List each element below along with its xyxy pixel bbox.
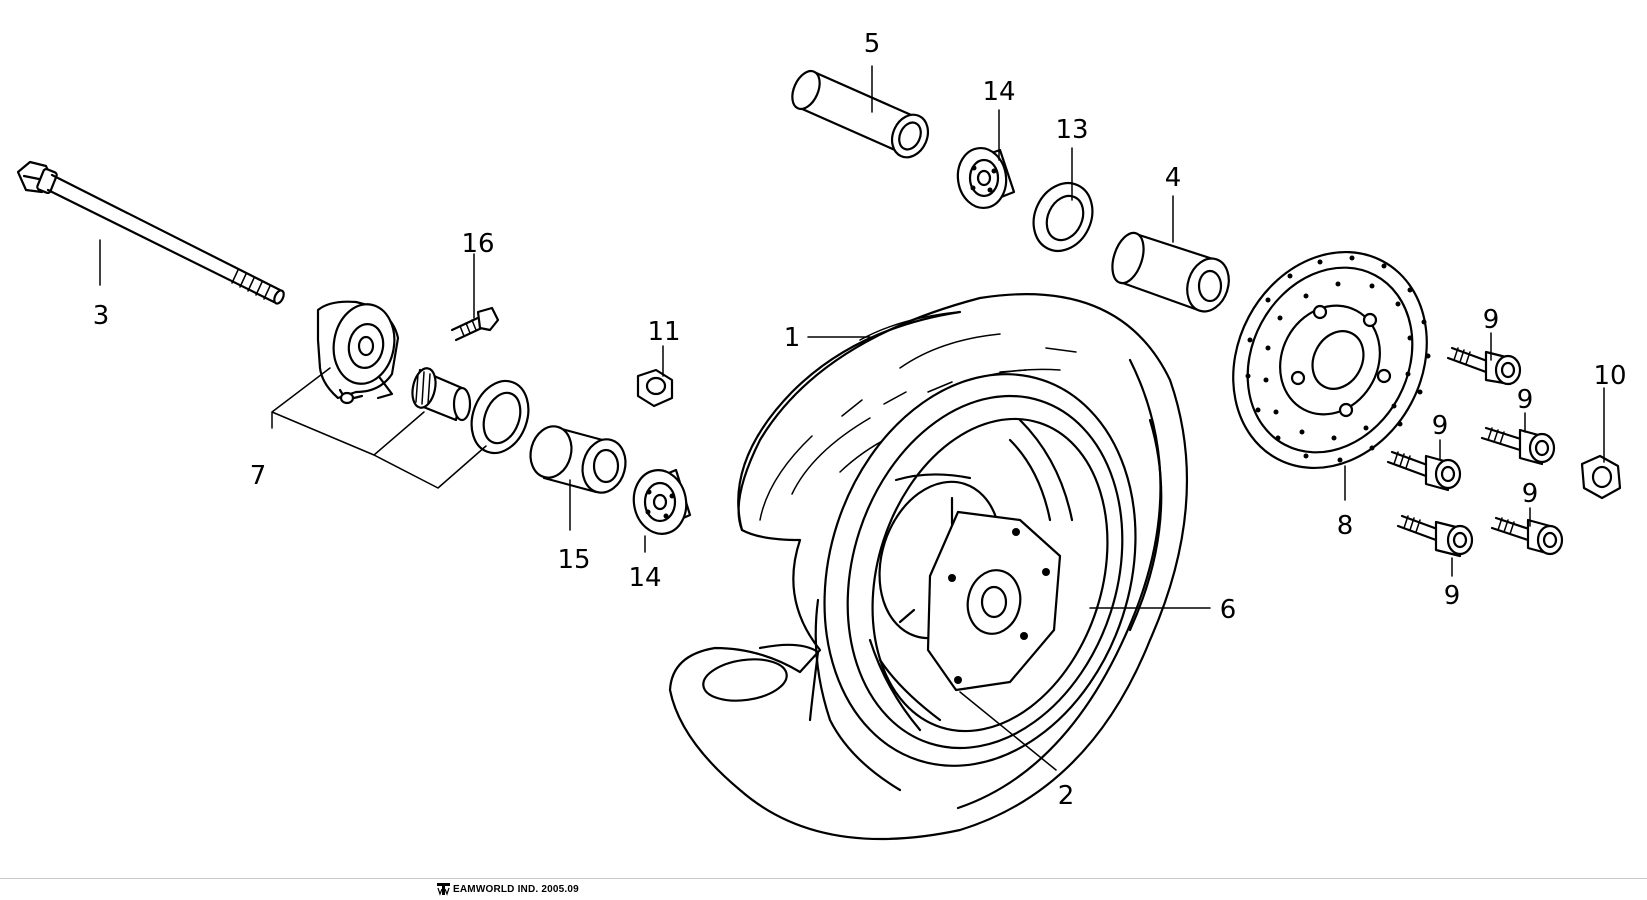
part-bolt-16 bbox=[450, 306, 500, 342]
teamworld-logo-icon bbox=[437, 883, 450, 896]
footer-text: EAMWORLD IND. 2005.09 bbox=[453, 883, 579, 895]
part-bearing-14-lower bbox=[632, 468, 692, 535]
part-bearing-14-upper bbox=[956, 147, 1016, 209]
callout-14-lower: 14 bbox=[628, 563, 661, 593]
part-collar-4 bbox=[1111, 231, 1230, 313]
callout-15: 15 bbox=[557, 545, 590, 575]
footer-divider bbox=[0, 878, 1647, 879]
callout-10: 10 bbox=[1593, 361, 1626, 391]
leader-lines bbox=[99, 65, 1605, 771]
part-bolt-9b bbox=[1480, 426, 1556, 466]
callout-7: 7 bbox=[250, 461, 267, 491]
callout-9-d: 9 bbox=[1522, 479, 1539, 509]
callout-labels: 3 5 14 13 4 16 11 1 6 2 8 9 9 9 9 9 10 7… bbox=[93, 29, 1627, 811]
part-axle-bolt bbox=[16, 160, 285, 305]
part-speedometer-gearbox bbox=[316, 300, 400, 405]
part-brake-disc bbox=[1232, 250, 1431, 470]
part-nut-11 bbox=[636, 368, 674, 408]
callout-14-upper: 14 bbox=[982, 77, 1015, 107]
part-seal-ring bbox=[470, 379, 530, 455]
part-15-collar bbox=[529, 425, 627, 494]
part-bolt-9c bbox=[1386, 450, 1462, 492]
footer-credit: EAMWORLD IND. 2005.09 bbox=[436, 881, 579, 897]
part-nut-10 bbox=[1580, 454, 1622, 500]
part-spacer-tube-5 bbox=[791, 69, 930, 159]
callout-9-a: 9 bbox=[1483, 305, 1500, 335]
callout-8: 8 bbox=[1337, 511, 1354, 541]
part-wheel-and-tire bbox=[668, 293, 1189, 841]
callout-9-b: 9 bbox=[1517, 385, 1534, 415]
part-seal-13 bbox=[1032, 182, 1094, 252]
callout-16: 16 bbox=[461, 229, 494, 259]
part-gear-shaft bbox=[411, 367, 472, 422]
callout-1: 1 bbox=[784, 323, 801, 353]
callout-11: 11 bbox=[647, 317, 680, 347]
part-bolt-9a bbox=[1446, 346, 1522, 386]
part-bolt-9d bbox=[1490, 516, 1564, 556]
callout-5: 5 bbox=[864, 29, 881, 59]
callout-9-c: 9 bbox=[1432, 411, 1449, 441]
callout-6: 6 bbox=[1220, 595, 1237, 625]
callout-9-e: 9 bbox=[1444, 581, 1461, 611]
callout-2: 2 bbox=[1058, 781, 1075, 811]
callout-3: 3 bbox=[93, 301, 110, 331]
callout-4: 4 bbox=[1165, 163, 1182, 193]
callout-13: 13 bbox=[1055, 115, 1088, 145]
part-bolt-9e bbox=[1396, 514, 1474, 558]
